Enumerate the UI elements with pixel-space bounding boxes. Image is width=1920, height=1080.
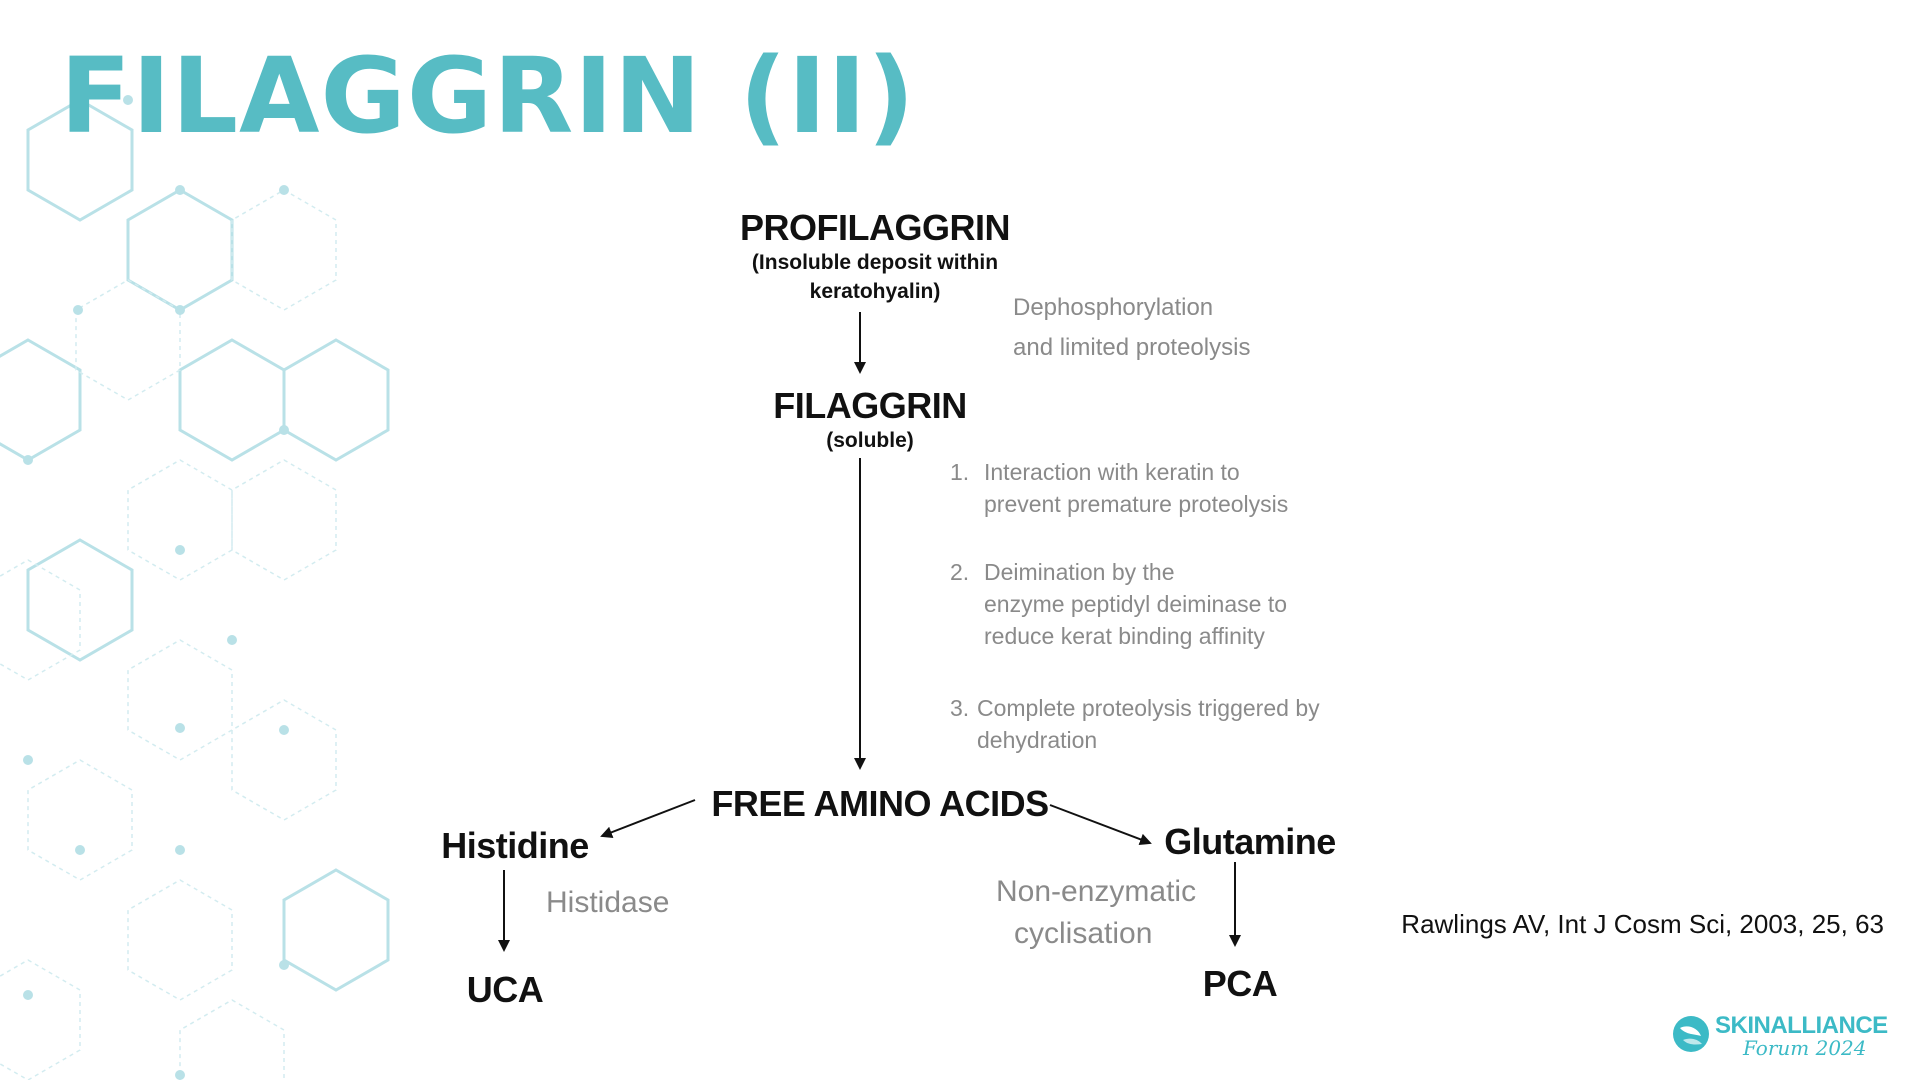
- node-filaggrin-description: (soluble): [826, 429, 914, 452]
- skinalliance-logo: SKINALLIANCE Forum 2024: [1671, 1008, 1888, 1062]
- node-profilaggrin-label: PROFILAGGRIN: [740, 207, 1011, 248]
- step-text-cont: prevent premature proteolysis: [984, 491, 1289, 517]
- hexagon-node-dot: [23, 990, 33, 1000]
- step-number: 2.: [950, 559, 970, 585]
- node-uca-label: UCA: [466, 969, 544, 1010]
- step-number: 1.: [950, 459, 970, 485]
- hexagon-shape: [26, 98, 134, 222]
- hexagon-node-dot: [279, 185, 289, 195]
- annotation-step-2: 2. Deimination by the enzyme peptidyl dei…: [950, 556, 1287, 652]
- step-text: Deimination by the: [984, 559, 1175, 585]
- node-glutamine: Glutamine: [1160, 822, 1340, 862]
- hexagon-node-dot: [279, 725, 289, 735]
- step-text: Complete proteolysis triggered by: [977, 695, 1320, 721]
- node-uca: UCA: [455, 970, 555, 1010]
- node-profilaggrin-description: (Insoluble deposit within: [751, 251, 999, 274]
- hexagon-node-dot: [123, 95, 133, 105]
- node-profilaggrin: PROFILAGGRIN (Insoluble deposit within k…: [700, 208, 1050, 306]
- node-profilaggrin-description-cont: keratohyalin): [809, 280, 941, 303]
- node-free-amino-acids: FREE AMINO ACIDS: [690, 784, 1070, 824]
- node-filaggrin: FILAGGRIN (soluble): [720, 386, 1020, 455]
- citation-reference: Rawlings AV, Int J Cosm Sci, 2003, 25, 6…: [1401, 909, 1884, 939]
- step-text: Interaction with keratin to: [984, 459, 1240, 485]
- annotation-dephosphorylation-line1: Dephosphorylation: [1013, 294, 1214, 321]
- annotation-dephosphorylation: Dephosphorylation and limited proteolysi…: [1013, 292, 1250, 364]
- annotation-step-3: 3. Complete proteolysis triggered by dehy…: [950, 692, 1320, 756]
- hexagon-shape: [282, 338, 390, 462]
- hexagon-node-dot: [23, 755, 33, 765]
- step-text-cont: enzyme peptidyl deiminase to: [984, 591, 1287, 617]
- hexagon-shape: [26, 538, 134, 662]
- hexagon-node-dot: [175, 545, 185, 555]
- node-pca: PCA: [1190, 964, 1290, 1004]
- hexagon-node-dot: [175, 305, 185, 315]
- step-text-cont: dehydration: [977, 727, 1098, 753]
- annotation-cyclisation-line2: cyclisation: [1014, 917, 1153, 950]
- hexagon-node-dot: [73, 305, 83, 315]
- annotation-histidase: Histidase: [546, 886, 670, 919]
- annotation-step-1: 1. Interaction with keratin to prevent pr…: [950, 456, 1288, 520]
- arrow-to-glutamine: [1049, 804, 1152, 846]
- step-number: 3.: [950, 695, 970, 721]
- step-text-cont: reduce kerat binding affinity: [984, 623, 1265, 649]
- arrow-to-histidine: [600, 799, 696, 838]
- hexagon-node-dot: [23, 455, 33, 465]
- slide-title: FILAGGRIN (II): [60, 35, 916, 157]
- node-free-amino-acids-label: FREE AMINO ACIDS: [711, 783, 1049, 824]
- hexagon-node-dot: [279, 960, 289, 970]
- node-pca-label: PCA: [1202, 963, 1278, 1004]
- hexagon-background: [0, 95, 390, 1080]
- hexagon-node-dot: [279, 425, 289, 435]
- logo-brand-name: SKINALLIANCE: [1715, 1012, 1888, 1039]
- node-glutamine-label: Glutamine: [1164, 821, 1336, 862]
- hexagon-node-dot: [227, 635, 237, 645]
- hexagon-node-dot: [175, 1070, 185, 1080]
- annotation-dephosphorylation-line2: and limited proteolysis: [1013, 334, 1251, 361]
- annotation-cyclisation: Non-enzymatic cyclisation: [996, 871, 1196, 955]
- node-histidine: Histidine: [425, 826, 605, 866]
- hexagon-node-dot: [175, 185, 185, 195]
- hexagon-shape: [282, 868, 390, 992]
- hexagon-node-dot: [175, 723, 185, 733]
- hexagon-node-dot: [75, 845, 85, 855]
- skinalliance-logo-icon: [1673, 1016, 1709, 1052]
- node-histidine-label: Histidine: [441, 825, 589, 866]
- annotation-cyclisation-line1: Non-enzymatic: [996, 875, 1197, 908]
- node-filaggrin-label: FILAGGRIN: [773, 385, 967, 426]
- logo-subtitle: Forum 2024: [1743, 1036, 1867, 1060]
- hexagon-node-dot: [175, 845, 185, 855]
